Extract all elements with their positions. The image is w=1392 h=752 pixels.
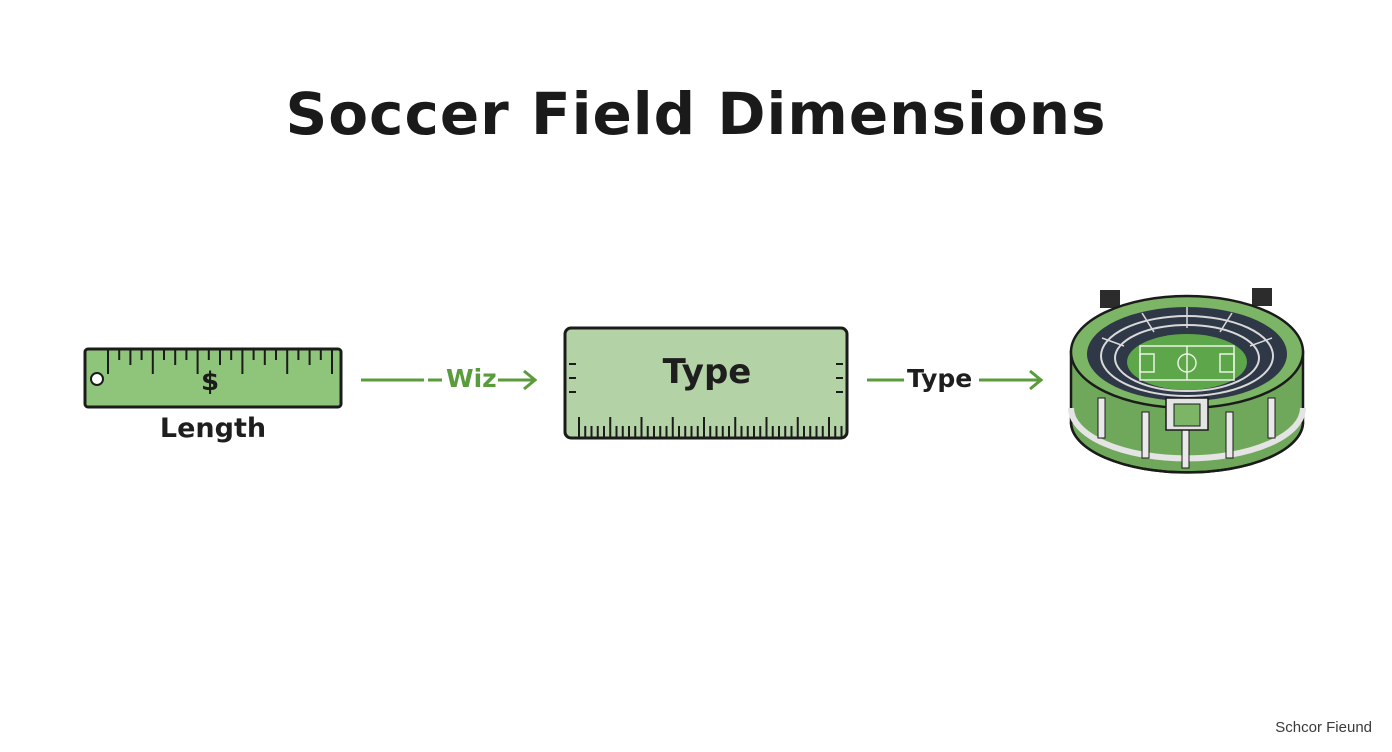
measuring-board-icon: [563, 326, 849, 440]
connector-2-label: Type: [907, 364, 973, 393]
ruler-icon: $: [83, 347, 343, 409]
connector-1-label: Wiz: [446, 364, 497, 393]
footer-credit: Schcor Fieund: [1275, 719, 1372, 736]
ruler-label: Length: [159, 413, 267, 444]
dollar-symbol: $: [201, 367, 219, 397]
arrowhead-icon: [523, 369, 538, 391]
stadium-icon: [1068, 288, 1306, 474]
measuring-board-label: Type: [662, 352, 752, 392]
arrowhead-icon: [1029, 369, 1044, 391]
arrow-connector-2: [867, 369, 1044, 391]
arrow-connector-1: [361, 369, 538, 391]
page-title: Soccer Field Dimensions: [285, 80, 1107, 148]
